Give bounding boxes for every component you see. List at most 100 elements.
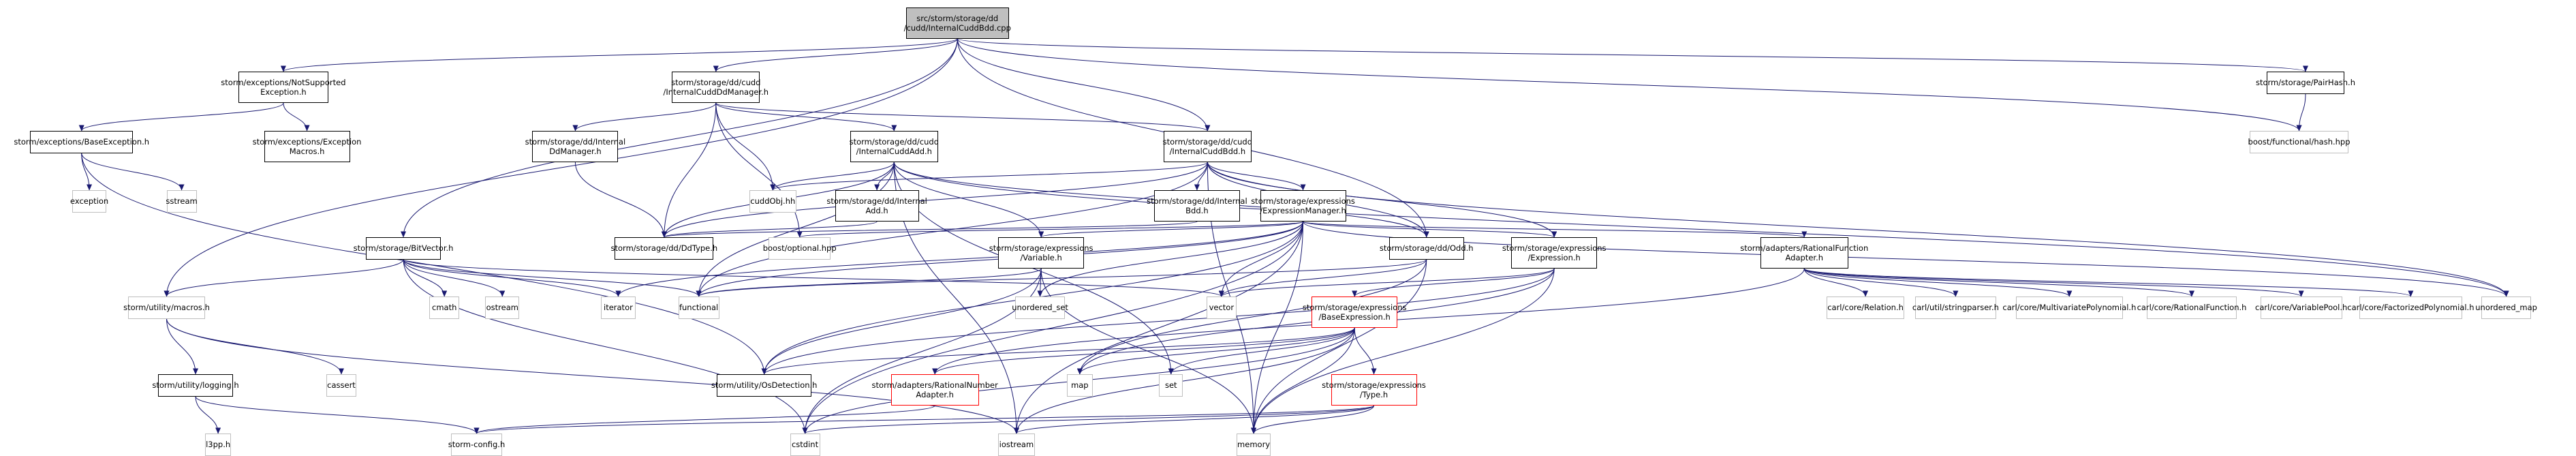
edge-odd-to-vector: [1218, 259, 1427, 297]
node-label-line: functional: [679, 303, 719, 313]
node-label-line: cmath: [432, 303, 457, 313]
node-label-line: src/storm/storage/dd: [916, 13, 999, 23]
node-label-line: carl/core/FactorizedPolynomial.h: [2347, 303, 2474, 313]
edge-baseexpr-to-type: [1354, 327, 1377, 375]
node-label-line: storm/storage/expressions: [1322, 380, 1426, 390]
node-carlstr[interactable]: carl/util/stringparser.h: [1912, 297, 1999, 319]
node-unordset[interactable]: unordered_set: [1012, 297, 1068, 319]
node-label-line: storm/storage/BitVector.h: [353, 243, 454, 254]
edge-bitvector-to-vector: [403, 259, 1224, 297]
node-label-line: DdManager.h: [549, 147, 602, 156]
node-label-line: storm/storage/dd/Internal: [1147, 196, 1247, 206]
edge-ddmgr-to-cuddadd: [715, 102, 897, 132]
node-sstream[interactable]: sstream: [166, 190, 198, 213]
node-expression[interactable]: storm/storage/expressions/Expression.h: [1502, 237, 1607, 269]
edge-cuddadd-to-cuddobj: [770, 162, 895, 191]
edge-exprmgr-to-vector: [1218, 221, 1304, 297]
edge-macros-to-cassert: [166, 318, 344, 375]
edge-ratfunc-to-carlrf: [1803, 268, 2194, 297]
edge-cuddadd-to-intadd: [874, 162, 895, 191]
node-l3pp[interactable]: l3pp.h: [205, 434, 232, 456]
node-bitvector[interactable]: storm/storage/BitVector.h: [354, 237, 453, 260]
node-unordmap[interactable]: unordered_map: [2475, 297, 2537, 319]
edge-root-to-ddmgr: [713, 38, 958, 72]
edge-variable-to-unordset: [1037, 268, 1043, 297]
node-label-line: /Expression.h: [1527, 253, 1581, 262]
node-macros[interactable]: storm/utility/macros.h: [123, 297, 210, 319]
node-label-line: storm/storage/expressions: [1251, 196, 1355, 206]
edge-expression-to-baseexpr: [1352, 268, 1555, 297]
node-boostopt[interactable]: boost/optional.hpp: [763, 237, 837, 260]
node-ddtype[interactable]: storm/storage/dd/DdType.h: [611, 237, 717, 260]
node-label-line: storm/storage/dd/cudd: [671, 78, 761, 87]
node-osdet[interactable]: storm/utility/OsDetection.h: [711, 374, 817, 397]
edge-root-to-cuddbdd: [957, 38, 1211, 132]
node-carlmvp[interactable]: carl/core/MultivariatePolynomial.h: [2002, 297, 2136, 319]
node-label-line: carl/core/VariablePool.h: [2255, 303, 2348, 313]
node-cstdint[interactable]: cstdint: [790, 434, 820, 456]
node-label-line: /Type.h: [1359, 390, 1388, 399]
node-iterator[interactable]: iterator: [601, 297, 636, 319]
node-root[interactable]: src/storm/storage/dd/cudd/InternalCuddBd…: [904, 7, 1011, 39]
node-cassert[interactable]: cassert: [326, 374, 357, 397]
node-type[interactable]: storm/storage/expressions/Type.h: [1322, 374, 1426, 406]
edge-bitvector-to-cmath: [403, 259, 448, 297]
node-carlrel[interactable]: carl/core/Relation.h: [1827, 297, 1904, 319]
node-label-line: storm/utility/macros.h: [123, 303, 210, 313]
edge-expression-to-memory: [1251, 268, 1555, 434]
node-cuddobj[interactable]: cuddObj.hh: [749, 190, 796, 213]
node-odd[interactable]: storm/storage/dd/Odd.h: [1380, 237, 1474, 260]
edge-macros-to-iostream: [166, 318, 1019, 434]
node-label-line: l3pp.h: [206, 440, 231, 450]
node-memory[interactable]: memory: [1236, 434, 1271, 456]
edge-exprmgr-to-memory: [1251, 221, 1304, 434]
node-exprmgr[interactable]: storm/storage/expressions/ExpressionMana…: [1251, 190, 1355, 222]
node-logging[interactable]: storm/utility/logging.h: [152, 374, 239, 397]
node-set[interactable]: set: [1159, 374, 1183, 397]
edge-bitvector-to-ostream: [403, 259, 506, 297]
node-label-line: storm/adapters/RationalNumber: [871, 380, 998, 390]
edge-cuddbdd-to-ddtype: [661, 162, 1208, 238]
node-cmath[interactable]: cmath: [429, 297, 460, 319]
node-cuddbdd[interactable]: storm/storage/dd/cudd/InternalCuddBdd.h: [1163, 131, 1252, 162]
edge-intddmgr-to-ddtype: [574, 162, 667, 238]
node-label-line: /Variable.h: [1020, 253, 1062, 262]
node-map[interactable]: map: [1066, 374, 1093, 397]
node-label-line: cassert: [327, 380, 356, 391]
node-exception[interactable]: exception: [70, 190, 108, 213]
node-ostream[interactable]: ostream: [485, 297, 520, 319]
node-label-line: storm/storage/dd/Odd.h: [1379, 243, 1474, 254]
node-label-line: storm/storage/dd/Internal: [826, 196, 927, 206]
node-boosthash[interactable]: boost/functional/hash.hpp: [2248, 131, 2350, 153]
node-label-line: cstdint: [791, 440, 819, 450]
node-stormcfg[interactable]: storm-config.h: [448, 434, 505, 456]
edge-bitvector-to-macros: [164, 259, 404, 297]
node-ddmgr[interactable]: storm/storage/dd/cudd/InternalCuddDdMana…: [664, 72, 769, 103]
node-functional[interactable]: functional: [678, 297, 719, 319]
node-baseexpr[interactable]: storm/storage/expressions/BaseExpression…: [1303, 297, 1407, 328]
node-label-line: storm/utility/logging.h: [152, 380, 239, 391]
node-carlfp[interactable]: carl/core/FactorizedPolynomial.h: [2347, 297, 2474, 319]
node-label-line: /InternalCuddAdd.h: [856, 147, 932, 156]
node-label-line: /InternalCuddDdManager.h: [663, 87, 769, 97]
node-iostream[interactable]: iostream: [998, 434, 1035, 456]
edge-variable-to-osdet: [761, 268, 1042, 375]
node-baseexc[interactable]: storm/exceptions/BaseException.h: [14, 131, 149, 153]
node-cuddadd[interactable]: storm/storage/dd/cudd/InternalCuddAdd.h: [850, 131, 939, 162]
node-label-line: set: [1164, 380, 1177, 391]
node-variable[interactable]: storm/storage/expressions/Variable.h: [989, 237, 1093, 269]
node-pairhash[interactable]: storm/storage/PairHash.h: [2256, 72, 2355, 94]
edge-ddmgr-to-intddmgr: [572, 102, 717, 132]
edge-variable-to-functional: [696, 268, 1042, 297]
edge-intadd-to-ddtype: [662, 221, 878, 238]
node-carlvp[interactable]: carl/core/VariablePool.h: [2255, 297, 2347, 319]
node-vector[interactable]: vector: [1206, 297, 1237, 319]
node-carlrf[interactable]: carl/core/RationalFunction.h: [2137, 297, 2246, 319]
